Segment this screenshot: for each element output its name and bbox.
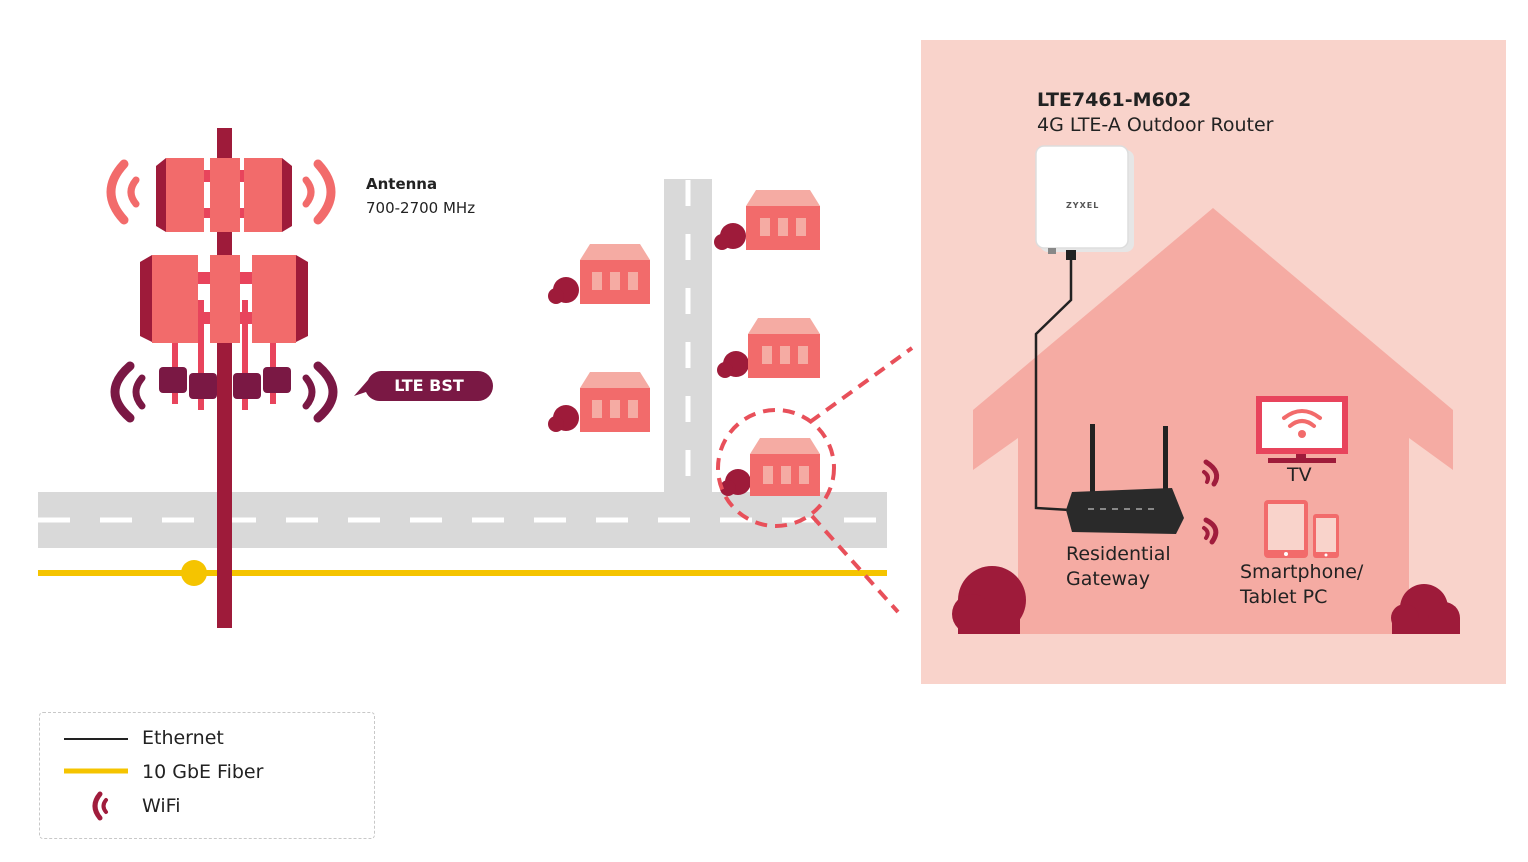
outdoor-router <box>1035 145 1134 260</box>
residential-gateway <box>1066 424 1184 534</box>
lte-bst-label: LTE BST <box>394 376 464 395</box>
legend-ethernet-label: Ethernet <box>142 727 224 749</box>
antenna-frequency: 700-2700 MHz <box>366 199 476 217</box>
smartphone-icon <box>1313 514 1339 558</box>
legend-wifi-icon <box>92 791 108 821</box>
legend-wifi-label: WiFi <box>142 795 181 817</box>
antenna-lower <box>110 255 338 423</box>
building <box>548 372 650 432</box>
router-model: LTE7461-M602 <box>1037 89 1192 111</box>
zoom-circle <box>716 408 836 528</box>
tv-icon <box>1256 396 1348 463</box>
wifi-icon <box>1202 459 1220 545</box>
fiber-node <box>181 560 207 586</box>
antenna-title: Antenna <box>366 175 438 193</box>
router-description: 4G LTE-A Outdoor Router <box>1037 114 1274 136</box>
legend: Ethernet 10 GbE Fiber WiFi <box>39 712 375 839</box>
cloud-left <box>952 566 1026 634</box>
lte-bst-badge <box>354 371 493 402</box>
legend-fiber-label: 10 GbE Fiber <box>142 761 264 783</box>
devices-label-line2: Tablet PC <box>1240 586 1328 608</box>
building-highlighted <box>720 438 820 496</box>
gateway-label-line2: Gateway <box>1066 568 1150 590</box>
router-brand-logo: ZYXEL <box>1066 201 1100 210</box>
tablet-icon <box>1264 500 1308 558</box>
building <box>714 190 820 250</box>
gateway-label-line1: Residential <box>1066 543 1171 565</box>
tower-pole <box>217 128 232 628</box>
building <box>717 318 820 378</box>
building <box>548 244 650 304</box>
ethernet-cable <box>1034 258 1073 512</box>
tv-label: TV <box>1287 464 1312 486</box>
cloud-right <box>1391 584 1460 634</box>
antenna-upper <box>106 158 336 232</box>
devices-label-line1: Smartphone/ <box>1240 561 1364 583</box>
